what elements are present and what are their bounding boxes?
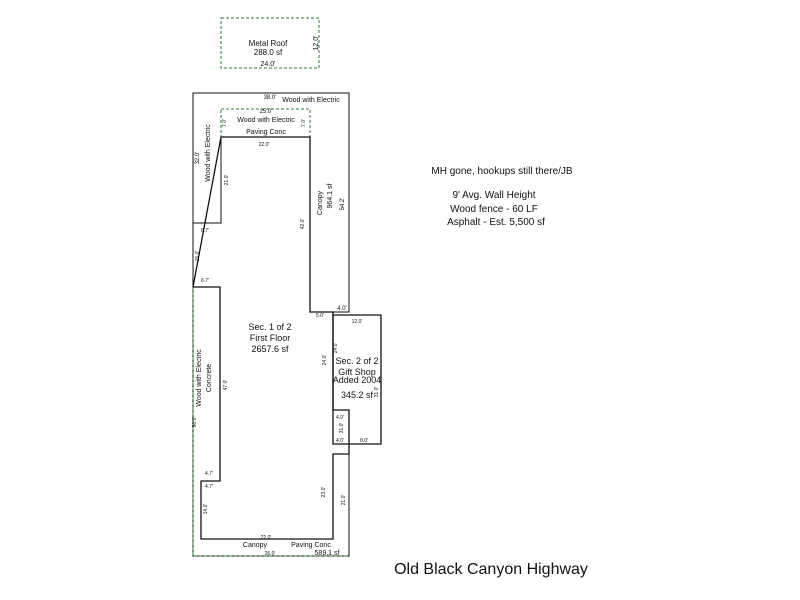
canopy-dim-left: 42.0'	[300, 219, 306, 230]
small-dim-c: 4.0'	[336, 438, 344, 444]
left-strip-sub-label: Concrete	[206, 364, 213, 393]
bottom-dim: 26.0'	[265, 551, 276, 557]
notch-width-bottom-dim: 6.7'	[201, 278, 209, 284]
inner-top-label: Wood with Electric	[237, 117, 295, 124]
sec2-inner-dim: 24.0'	[322, 355, 328, 366]
metal-roof-area: 288.0 sf	[254, 48, 283, 57]
gift-shop-outline	[332, 314, 382, 445]
outer-top-dim: 38.0'	[264, 95, 277, 101]
left-wing-outline	[193, 137, 222, 224]
sec1-area: 2657.6 sf	[251, 344, 289, 354]
canopy-area: 964.1 sf	[327, 183, 334, 208]
sec2-bottom-dim: 8.0'	[360, 438, 368, 444]
notch-width-top-dim: 6.7'	[201, 228, 209, 234]
gap-height-dim: 15.0'	[195, 251, 201, 262]
small-dim-a: 5.0'	[316, 313, 324, 319]
sec2-year: Added 2004	[333, 375, 382, 385]
step-dim-2: 4.7'	[205, 484, 213, 490]
left-wing-depth-dim: 32.0'	[195, 152, 201, 165]
overall-left-dim: 96.0'	[192, 417, 198, 428]
canopy-dim-right: 54.2'	[340, 198, 346, 211]
left-strip-label: Wood with Electric	[196, 349, 203, 407]
left-wing-inner-dim: 21.0'	[224, 175, 230, 186]
metal-roof-width-dim: 24.0'	[261, 61, 276, 68]
first-floor-top-dim: 22.0'	[259, 142, 270, 148]
sec2-use: Gift Shop	[338, 367, 376, 377]
note-asphalt: Asphalt - Est. 5,500 sf	[447, 217, 545, 228]
lower-outer-dim: 21.0'	[341, 495, 347, 506]
left-strip-outline	[192, 287, 349, 557]
bottom-paving-label: Paving Conc	[291, 542, 331, 549]
step-dim: 4.7'	[205, 471, 213, 477]
metal-roof-depth-dim: 12.0'	[313, 36, 320, 51]
inner-side-dim-left: 7.0'	[222, 119, 228, 127]
sec2-label: Sec. 2 of 2	[335, 356, 378, 366]
inner-side-dim-right: 7.0'	[301, 119, 307, 127]
canopy-label: Canopy	[317, 190, 324, 215]
note-fence: Wood fence - 60 LF	[450, 204, 538, 215]
sec2-area: 345.2 sf	[341, 390, 374, 400]
sec2-left-dim: 24.0'	[333, 343, 339, 354]
bottom-area: 589.1 sf	[315, 550, 340, 557]
note-hookups: MH gone, hookups still there/JB	[431, 166, 573, 177]
sec2-right-dim: 31.0'	[374, 387, 380, 398]
sec2-top-dim: 12.0'	[352, 319, 363, 325]
metal-roof-title: Metal Roof	[249, 39, 288, 48]
bottom-canopy-label: Canopy	[243, 542, 268, 549]
notch-small-dim: 4.0'	[337, 306, 347, 312]
left-wing-label: Wood with Electric	[205, 124, 212, 182]
step-side-dim: 14.0'	[203, 504, 209, 515]
paving-top-label: Paving Conc	[246, 129, 286, 136]
first-floor-bottom-dim: 22.0'	[261, 535, 272, 541]
lower-right-dim: 23.0'	[321, 487, 327, 498]
note-wall-height: 9' Avg. Wall Height	[452, 190, 535, 201]
outer-top-label: Wood with Electric	[282, 97, 340, 104]
sec1-floor: First Floor	[250, 333, 291, 343]
street-label: Old Black Canyon Highway	[394, 561, 588, 578]
small-dim-b: 4.0'	[336, 415, 344, 421]
inner-top-dim: 25.0'	[260, 109, 273, 115]
left-strip-dim: 47.0'	[223, 380, 229, 391]
sec1-label: Sec. 1 of 2	[248, 322, 291, 332]
metal-roof-outline	[220, 17, 320, 69]
small-dim-side: 31.0'	[339, 423, 345, 434]
